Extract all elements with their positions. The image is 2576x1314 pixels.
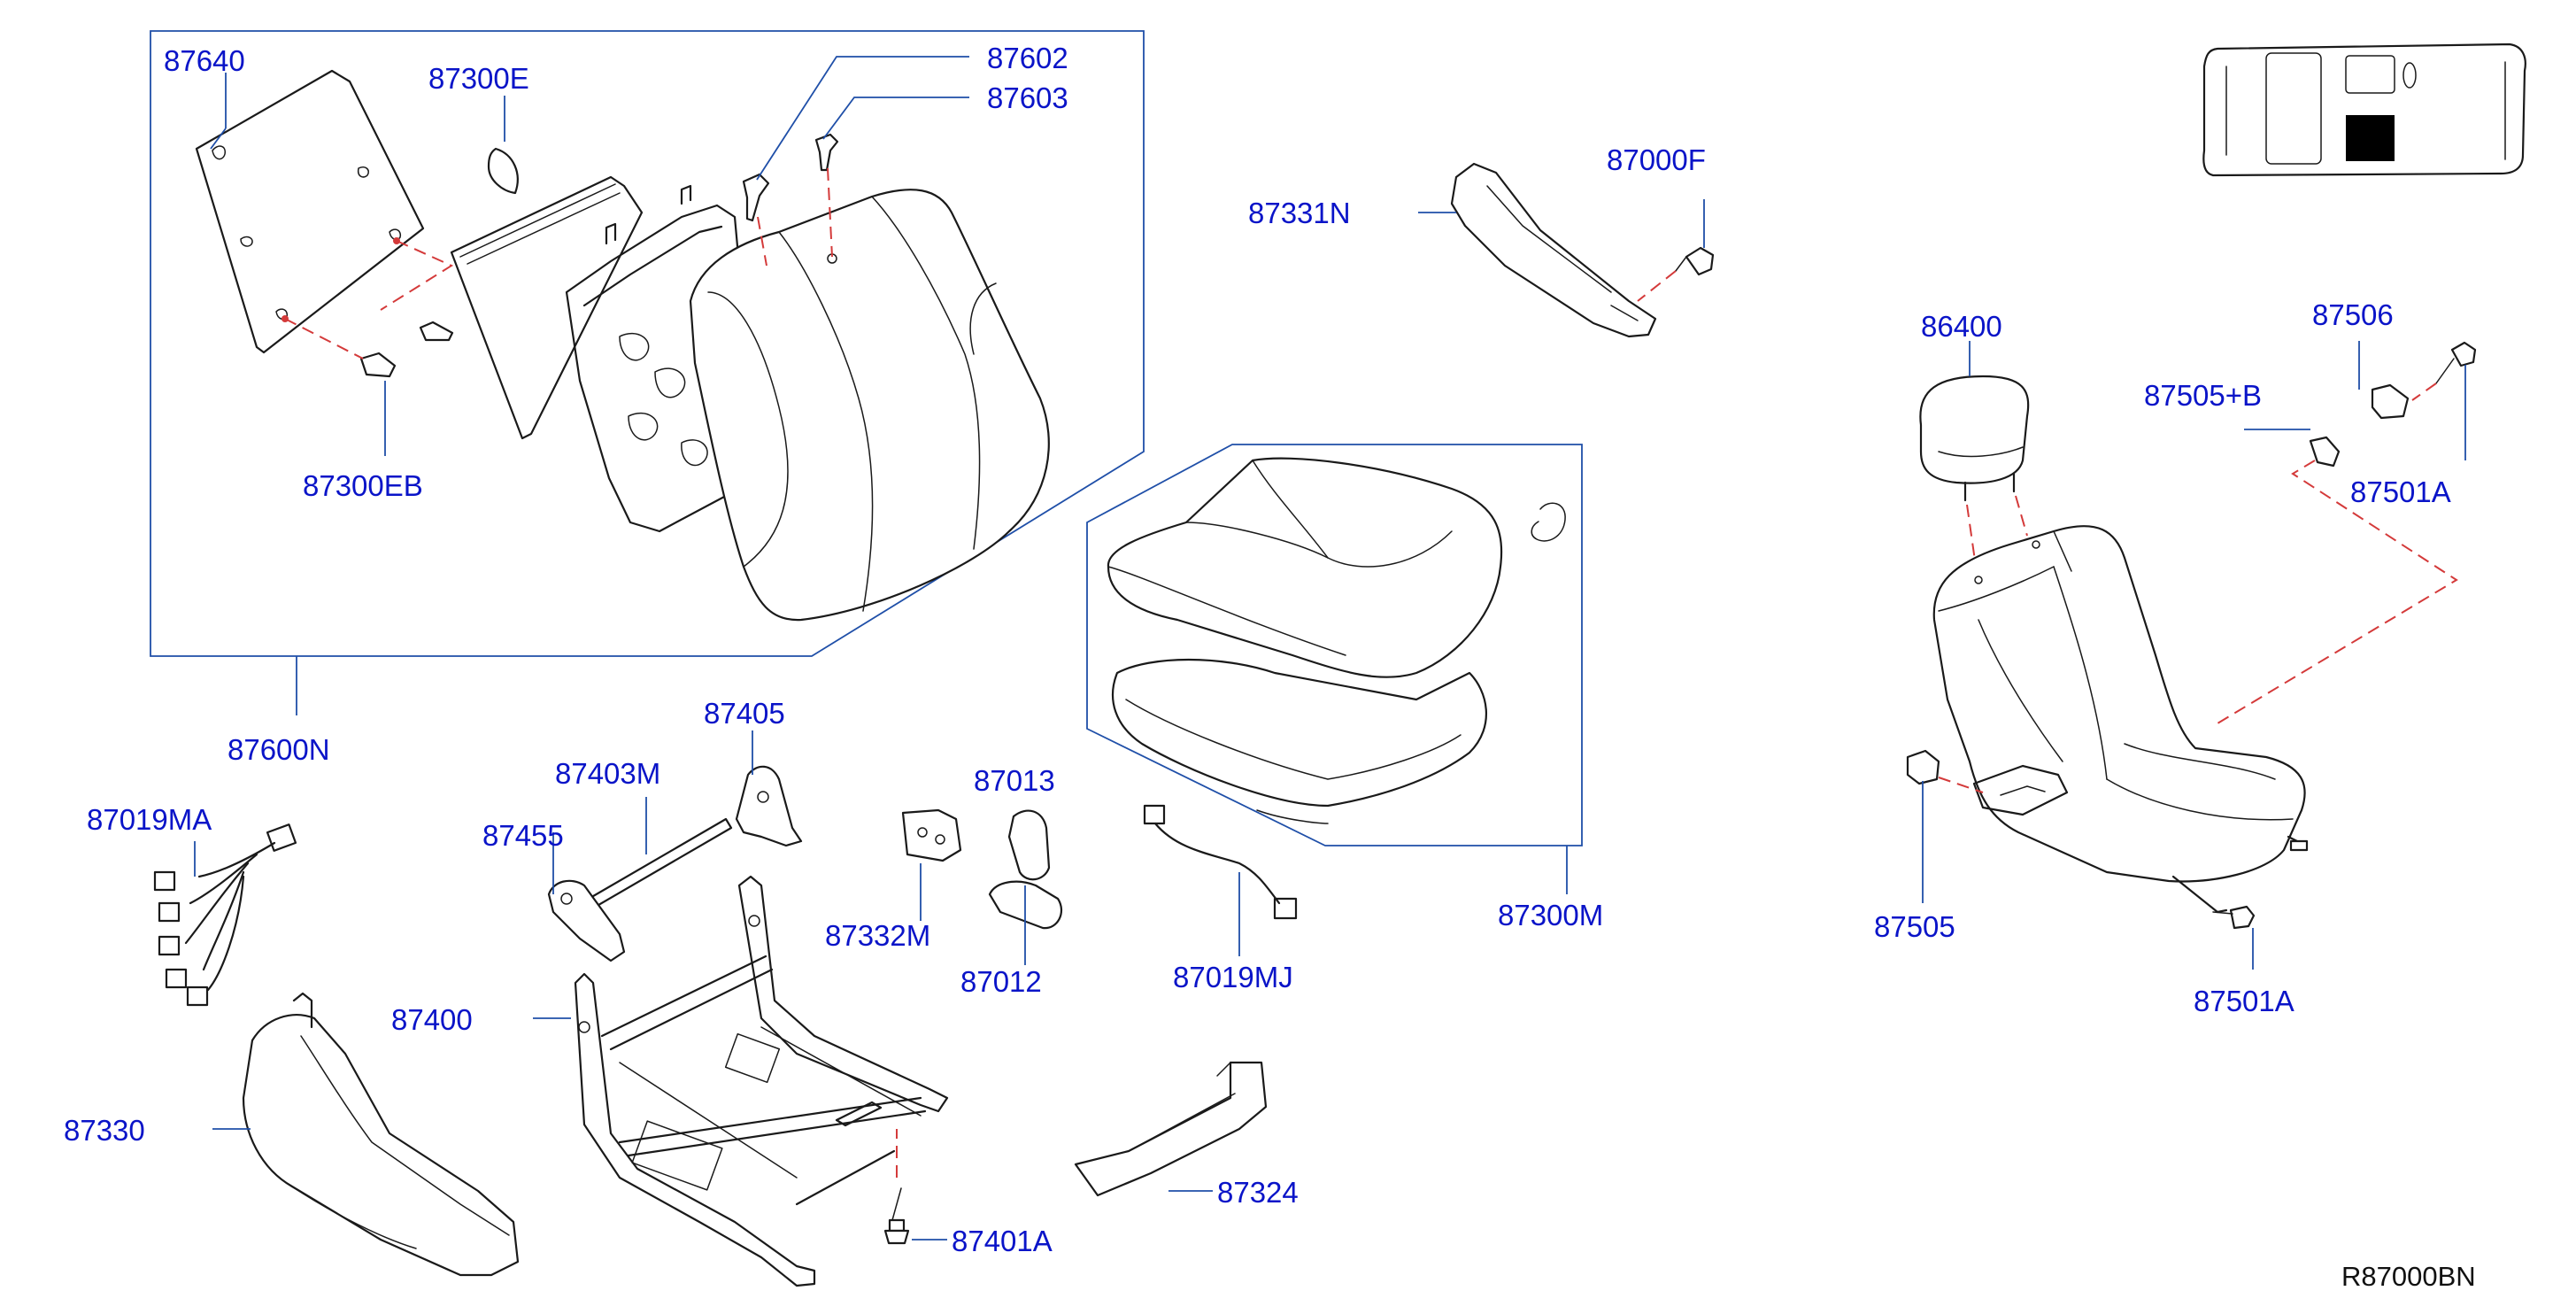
label-87602: 87602 — [987, 42, 1068, 74]
cushion-group-frame — [1086, 444, 1583, 894]
pad-87300e — [487, 147, 519, 195]
label-87501a-top: 87501A — [2350, 475, 2451, 508]
back-board-87640 — [195, 69, 425, 354]
label-87324: 87324 — [1217, 1176, 1299, 1209]
vehicle-locator — [2202, 43, 2526, 177]
label-87505b: 87505+B — [2144, 379, 2262, 412]
side-finisher-87331n — [1450, 162, 1657, 338]
label-87506: 87506 — [2312, 298, 2394, 331]
knob-87505 — [1906, 749, 1984, 793]
label-87505: 87505 — [1874, 910, 1955, 943]
clip-87505b — [2309, 436, 2341, 468]
switch-knob-87332m — [901, 808, 962, 862]
clip-87602 — [742, 173, 770, 222]
label-87332m: 87332M — [825, 919, 930, 952]
diagram-reference-code: R87000BN — [2341, 1261, 2476, 1292]
screw-87000f — [1637, 246, 1715, 302]
bolt-87501a-lower — [2212, 905, 2256, 930]
bolt-87501a-upper — [2411, 341, 2477, 401]
label-87405: 87405 — [704, 697, 785, 730]
cover-87506 — [2371, 383, 2410, 420]
seatback-dashed-connectors — [284, 167, 833, 359]
knob-87013 — [1007, 809, 1051, 881]
label-87501a-right: 87501A — [2194, 985, 2294, 1017]
part-labels: 87640 87300E 87602 87603 87300EB 87600N … — [64, 42, 2451, 1257]
label-86400: 86400 — [1921, 310, 2002, 343]
leader-lines — [194, 56, 2466, 1241]
label-87600n: 87600N — [228, 733, 330, 766]
seat-cushion-87300m — [1107, 457, 1566, 824]
harness-87019ma — [153, 823, 297, 1007]
seat-dashed-connector — [2212, 460, 2458, 727]
label-87640: 87640 — [164, 44, 245, 77]
seat-assembly — [1932, 525, 2309, 914]
label-87300eb: 87300EB — [303, 469, 423, 502]
seatback-cover — [689, 189, 1050, 622]
label-87300e: 87300E — [428, 62, 529, 95]
label-87400: 87400 — [391, 1003, 473, 1036]
seat-frame-87400 — [574, 875, 949, 1287]
clip-87603 — [814, 133, 839, 172]
label-87019mj: 87019MJ — [1173, 961, 1293, 993]
bracket-87405 — [735, 765, 803, 847]
label-87603: 87603 — [987, 81, 1068, 114]
seatback-pad — [450, 175, 644, 440]
label-87012: 87012 — [960, 965, 1042, 998]
label-87019ma: 87019MA — [87, 803, 212, 836]
label-87331n: 87331N — [1248, 197, 1351, 229]
side-cover-87330 — [242, 992, 520, 1277]
harness-87019mj — [1143, 804, 1298, 920]
headrest-86400 — [1919, 375, 2030, 568]
label-87300m: 87300M — [1498, 899, 1603, 931]
bolt-87401a — [883, 1129, 910, 1245]
label-87401a-bottom: 87401A — [952, 1225, 1053, 1257]
label-87000f: 87000F — [1607, 143, 1706, 176]
clip-87300eb — [359, 321, 454, 378]
label-87455: 87455 — [482, 819, 564, 852]
label-87403m: 87403M — [555, 757, 660, 790]
rod-87403m — [587, 817, 733, 909]
label-87330: 87330 — [64, 1114, 145, 1147]
label-87013: 87013 — [974, 764, 1055, 797]
rail-cover-87324 — [1074, 1061, 1268, 1197]
